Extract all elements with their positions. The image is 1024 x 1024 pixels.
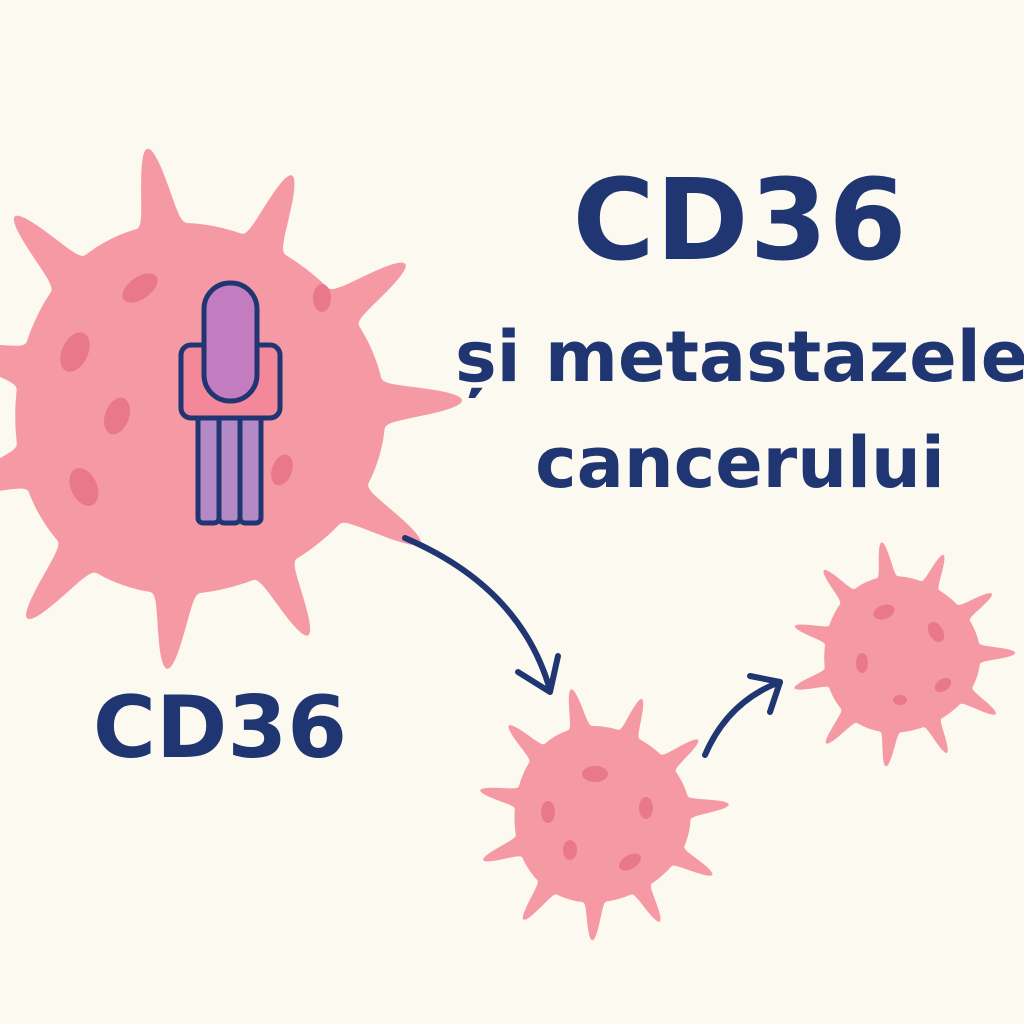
cell-label: CD36	[92, 678, 348, 778]
far-cell-body	[794, 542, 1015, 767]
cell-spot	[639, 797, 653, 819]
cell-spot	[313, 284, 331, 312]
cell-spot	[103, 397, 131, 435]
small-metastatic-cell	[480, 689, 729, 941]
cell-spot	[873, 604, 895, 620]
cell-spot	[934, 677, 952, 693]
page-title: CD36	[572, 156, 908, 286]
arrowhead	[515, 653, 561, 695]
arrows	[402, 535, 783, 758]
cell-spot	[563, 840, 577, 860]
cell-spot	[271, 454, 293, 486]
cell-spot	[893, 695, 907, 705]
cell-spot	[582, 766, 608, 782]
cell-spot	[541, 801, 555, 823]
receptor-leg	[195, 407, 222, 526]
far-metastatic-cell	[794, 542, 1015, 767]
cell-spot	[856, 653, 868, 673]
cell-spot	[60, 332, 90, 372]
cell-spot	[619, 853, 641, 871]
arrow-to-small-cell	[402, 535, 553, 693]
receptor-leg	[216, 407, 243, 526]
small-cell-body	[480, 689, 729, 941]
receptor-leg	[237, 407, 264, 526]
arrow-to-far-cell	[702, 679, 783, 758]
cell-spot	[122, 273, 158, 303]
cell-spot	[69, 468, 99, 506]
cell-spot	[927, 621, 945, 643]
receptor-top	[201, 280, 260, 404]
subtitle-line-1: și metastazele	[455, 316, 1024, 398]
arrowhead	[747, 673, 783, 715]
cd36-receptor	[178, 280, 283, 526]
subtitle-line-2: cancerului	[535, 422, 945, 504]
